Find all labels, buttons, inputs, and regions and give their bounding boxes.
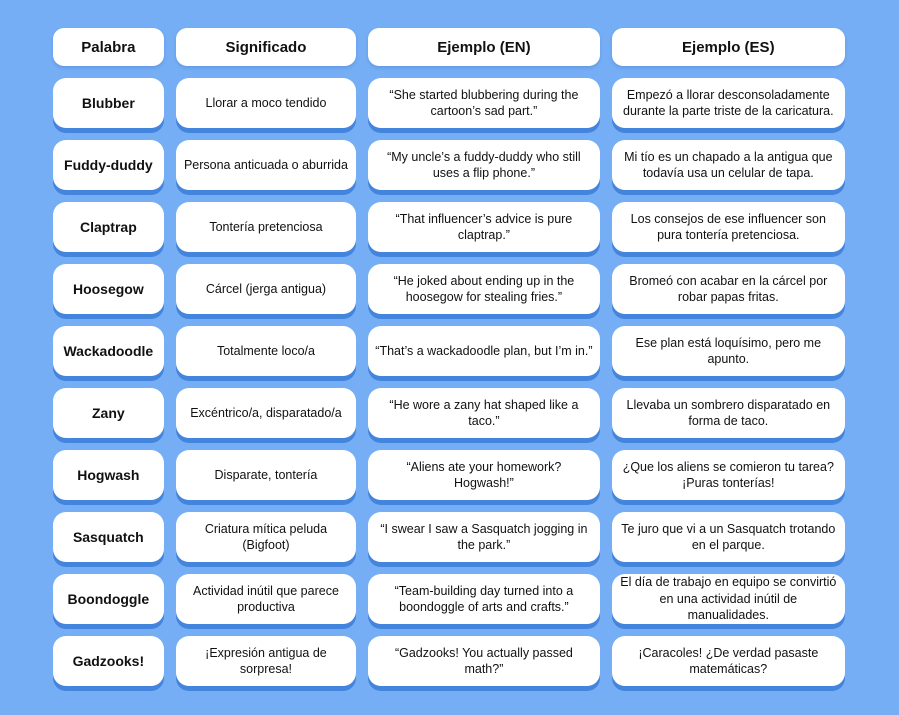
- example-es-cell: Los consejos de ese influencer son pura …: [611, 202, 845, 252]
- meaning-cell: Disparate, tontería: [175, 450, 357, 500]
- example-es-cell: ¡Caracoles! ¿De verdad pasaste matemátic…: [611, 636, 845, 686]
- word-cell: Gadzooks!: [53, 636, 164, 686]
- example-es-cell: Ese plan está loquísimo, pero me apunto.: [611, 326, 845, 376]
- example-es-cell: El día de trabajo en equipo se convirtió…: [611, 574, 845, 624]
- example-es-cell: Bromeó con acabar en la cárcel por robar…: [611, 264, 845, 314]
- meaning-cell: Actividad inútil que parece productiva: [175, 574, 357, 624]
- example-es-cell: Te juro que vi a un Sasquatch trotando e…: [611, 512, 845, 562]
- word-cell: Sasquatch: [53, 512, 164, 562]
- word-cell: Claptrap: [53, 202, 164, 252]
- example-en-cell: “He joked about ending up in the hoosego…: [368, 264, 600, 314]
- header-significado: Significado: [175, 28, 357, 66]
- meaning-cell: Excéntrico/a, disparatado/a: [175, 388, 357, 438]
- example-es-cell: Llevaba un sombrero disparatado en forma…: [611, 388, 845, 438]
- example-en-cell: “Aliens ate your homework? Hogwash!”: [368, 450, 600, 500]
- example-en-cell: “Gadzooks! You actually passed math?”: [368, 636, 600, 686]
- meaning-cell: Totalmente loco/a: [175, 326, 357, 376]
- example-en-cell: “That influencer’s advice is pure claptr…: [368, 202, 600, 252]
- word-cell: Wackadoodle: [53, 326, 164, 376]
- example-es-cell: Mi tío es un chapado a la antigua que to…: [611, 140, 845, 190]
- header-ejemplo-en: Ejemplo (EN): [368, 28, 600, 66]
- word-cell: Fuddy-duddy: [53, 140, 164, 190]
- example-es-cell: ¿Que los aliens se comieron tu tarea? ¡P…: [611, 450, 845, 500]
- meaning-cell: ¡Expresión antigua de sorpresa!: [175, 636, 357, 686]
- example-en-cell: “My uncle’s a fuddy-duddy who still uses…: [368, 140, 600, 190]
- meaning-cell: Persona anticuada o aburrida: [175, 140, 357, 190]
- header-ejemplo-es: Ejemplo (ES): [611, 28, 845, 66]
- meaning-cell: Tontería pretenciosa: [175, 202, 357, 252]
- example-en-cell: “He wore a zany hat shaped like a taco.”: [368, 388, 600, 438]
- example-en-cell: “She started blubbering during the carto…: [368, 78, 600, 128]
- meaning-cell: Criatura mítica peluda (Bigfoot): [175, 512, 357, 562]
- word-cell: Blubber: [53, 78, 164, 128]
- header-palabra: Palabra: [53, 28, 164, 66]
- example-en-cell: “I swear I saw a Sasquatch jogging in th…: [368, 512, 600, 562]
- example-es-cell: Empezó a llorar desconsoladamente durant…: [611, 78, 845, 128]
- meaning-cell: Cárcel (jerga antigua): [175, 264, 357, 314]
- word-cell: Hoosegow: [53, 264, 164, 314]
- meaning-cell: Llorar a moco tendido: [175, 78, 357, 128]
- word-cell: Boondoggle: [53, 574, 164, 624]
- word-cell: Zany: [53, 388, 164, 438]
- word-cell: Hogwash: [53, 450, 164, 500]
- example-en-cell: “Team-building day turned into a boondog…: [368, 574, 600, 624]
- example-en-cell: “That’s a wackadoodle plan, but I’m in.”: [368, 326, 600, 376]
